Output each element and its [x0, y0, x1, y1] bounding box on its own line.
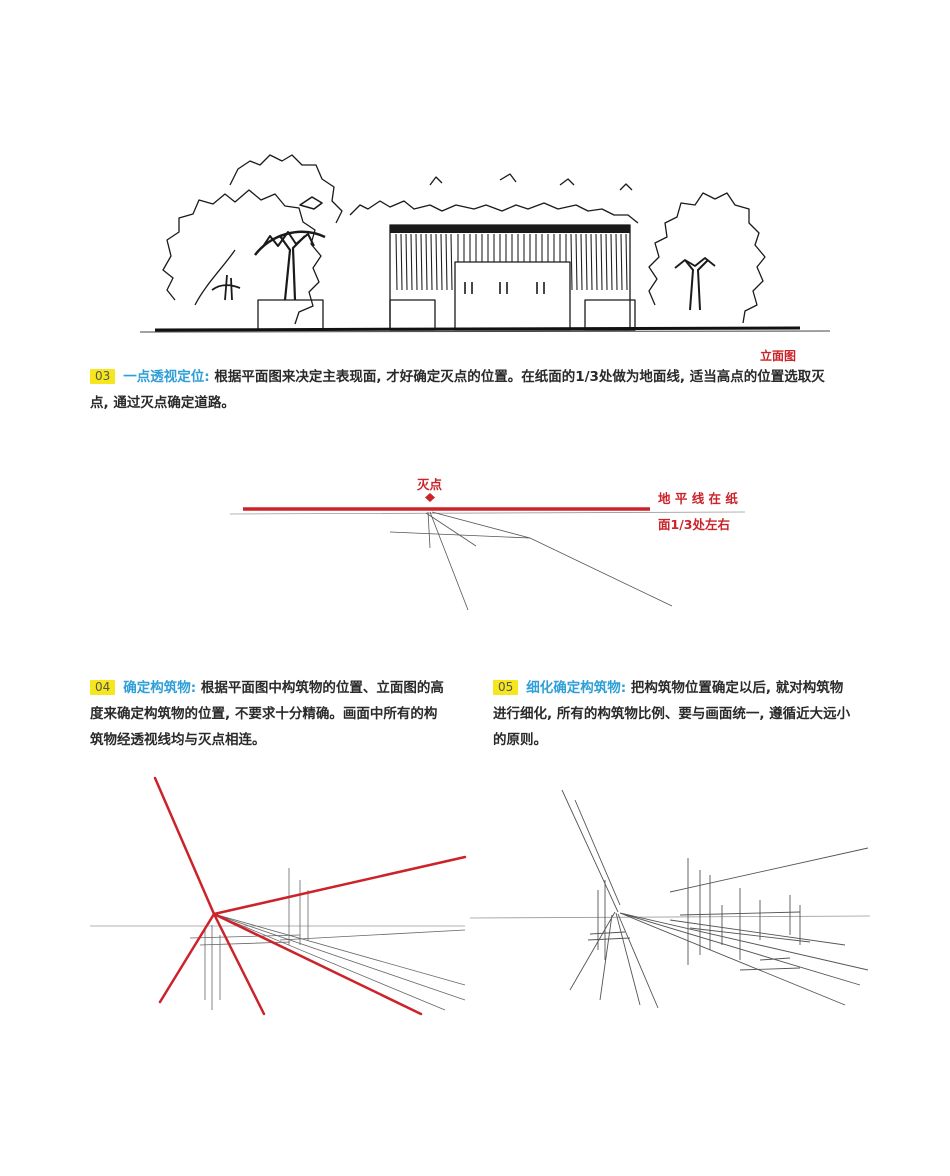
elevation-caption: 立面图 — [760, 349, 797, 363]
step03-paragraph: 03 一点透视定位: 根据平面图来决定主表现面, 才好确定灭点的位置。在纸面的1/… — [90, 364, 890, 416]
vanishing-point-label: 灭点 — [417, 477, 443, 492]
step05-line2: 进行细化, 所有的构筑物比例、要与画面统一, 遵循近大远小 — [493, 706, 851, 722]
step03-line1: 根据平面图来决定主表现面, 才好确定灭点的位置。在纸面的1/3处做为地面线, 适… — [209, 369, 825, 385]
step04-paragraph: 04 确定构筑物: 根据平面图中构筑物的位置、立面图的高 度来确定构筑物的位置, … — [90, 675, 470, 753]
ground-line-label-1: 地 平 线 在 纸 — [658, 491, 738, 506]
step05-line1: 把构筑物位置确定以后, 就对构筑物 — [626, 680, 844, 696]
step04-line3: 筑物经透视线均与灭点相连。 — [90, 732, 266, 748]
step03-line2: 点, 通过灭点确定道路。 — [90, 395, 235, 411]
step05-line3: 的原则。 — [493, 732, 547, 748]
vanishing-point-marker — [425, 493, 435, 502]
step04-line1: 根据平面图中构筑物的位置、立面图的高 — [196, 680, 444, 696]
step04-number-badge: 04 — [90, 680, 116, 695]
step05-paragraph: 05 细化确定构筑物: 把构筑物位置确定以后, 就对构筑物 进行细化, 所有的构筑… — [493, 675, 873, 753]
step03-number-badge: 03 — [90, 369, 116, 384]
ground-line-label-2: 面1/3处左右 — [658, 517, 730, 532]
step05-number-badge: 05 — [493, 680, 519, 695]
step03-title: 一点透视定位: — [123, 369, 210, 385]
step05-title: 细化确定构筑物: — [526, 680, 627, 696]
step04-title: 确定构筑物: — [123, 680, 197, 696]
step04-line2: 度来确定构筑物的位置, 不要求十分精确。画面中所有的构 — [90, 706, 438, 722]
